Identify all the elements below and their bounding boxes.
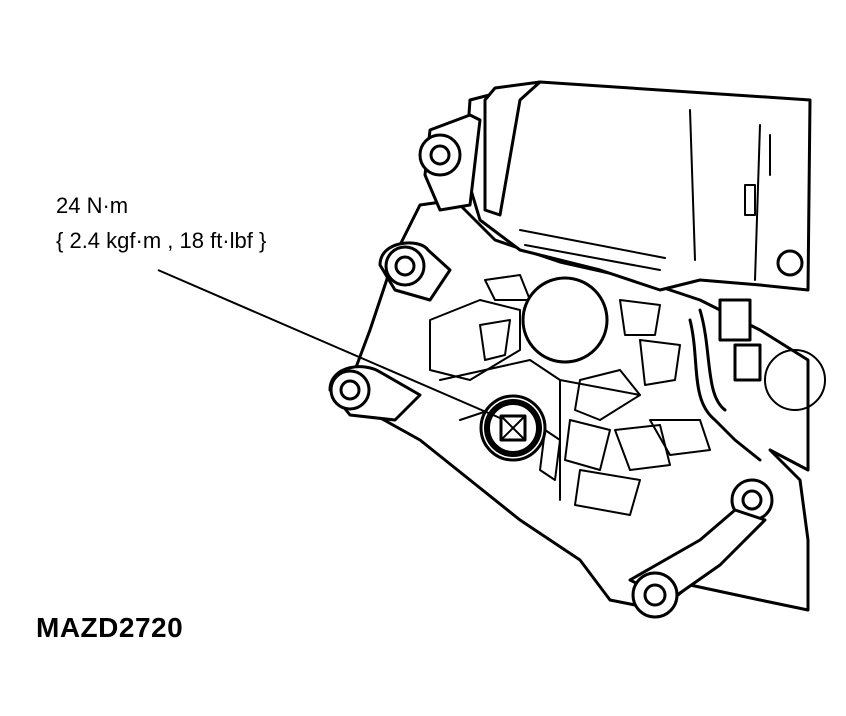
- torque-spec-conversions: { 2.4 kgf·m , 18 ft·lbf }: [56, 228, 267, 253]
- mount-boss-bottom-inner: [643, 583, 667, 607]
- leader-line: [157, 269, 501, 419]
- rib-pocket-9: [614, 424, 671, 471]
- mount-hole-upper-inner: [394, 255, 416, 277]
- input-shaft-bore: [521, 276, 609, 364]
- rib-pocket-4: [574, 369, 641, 421]
- hex-bolt-right: [776, 249, 804, 277]
- actuator-body: [463, 80, 812, 292]
- actuator-slot: [744, 184, 756, 216]
- wiring-harness: [688, 318, 762, 462]
- torque-spec-nm: 24 N·m: [56, 193, 129, 218]
- actuator-band: [519, 229, 666, 271]
- rib-pocket-10: [539, 429, 561, 481]
- mount-boss-right-inner: [741, 489, 763, 511]
- figure-id: MAZD2720: [36, 612, 184, 643]
- rib-pocket-5: [639, 339, 681, 386]
- mount-hole-lower-inner: [339, 379, 361, 401]
- bolt-ring: [484, 399, 542, 457]
- gear-outline: [764, 349, 826, 411]
- rib-pocket-11: [649, 419, 711, 456]
- harness-connector: [718, 298, 752, 342]
- rib-pocket-3: [479, 319, 511, 361]
- actuator-edge: [689, 109, 771, 281]
- actuator-cap: [483, 80, 542, 217]
- bolt-head-cross: [500, 415, 526, 441]
- harness-clip: [733, 343, 762, 382]
- rib-pocket-7: [564, 419, 611, 471]
- wiring-harness-2: [698, 308, 727, 412]
- mount-hole-top: [429, 144, 451, 166]
- rib-pocket-8: [574, 469, 641, 516]
- rib-pocket-1: [429, 299, 521, 381]
- rib-pocket-6: [619, 299, 661, 336]
